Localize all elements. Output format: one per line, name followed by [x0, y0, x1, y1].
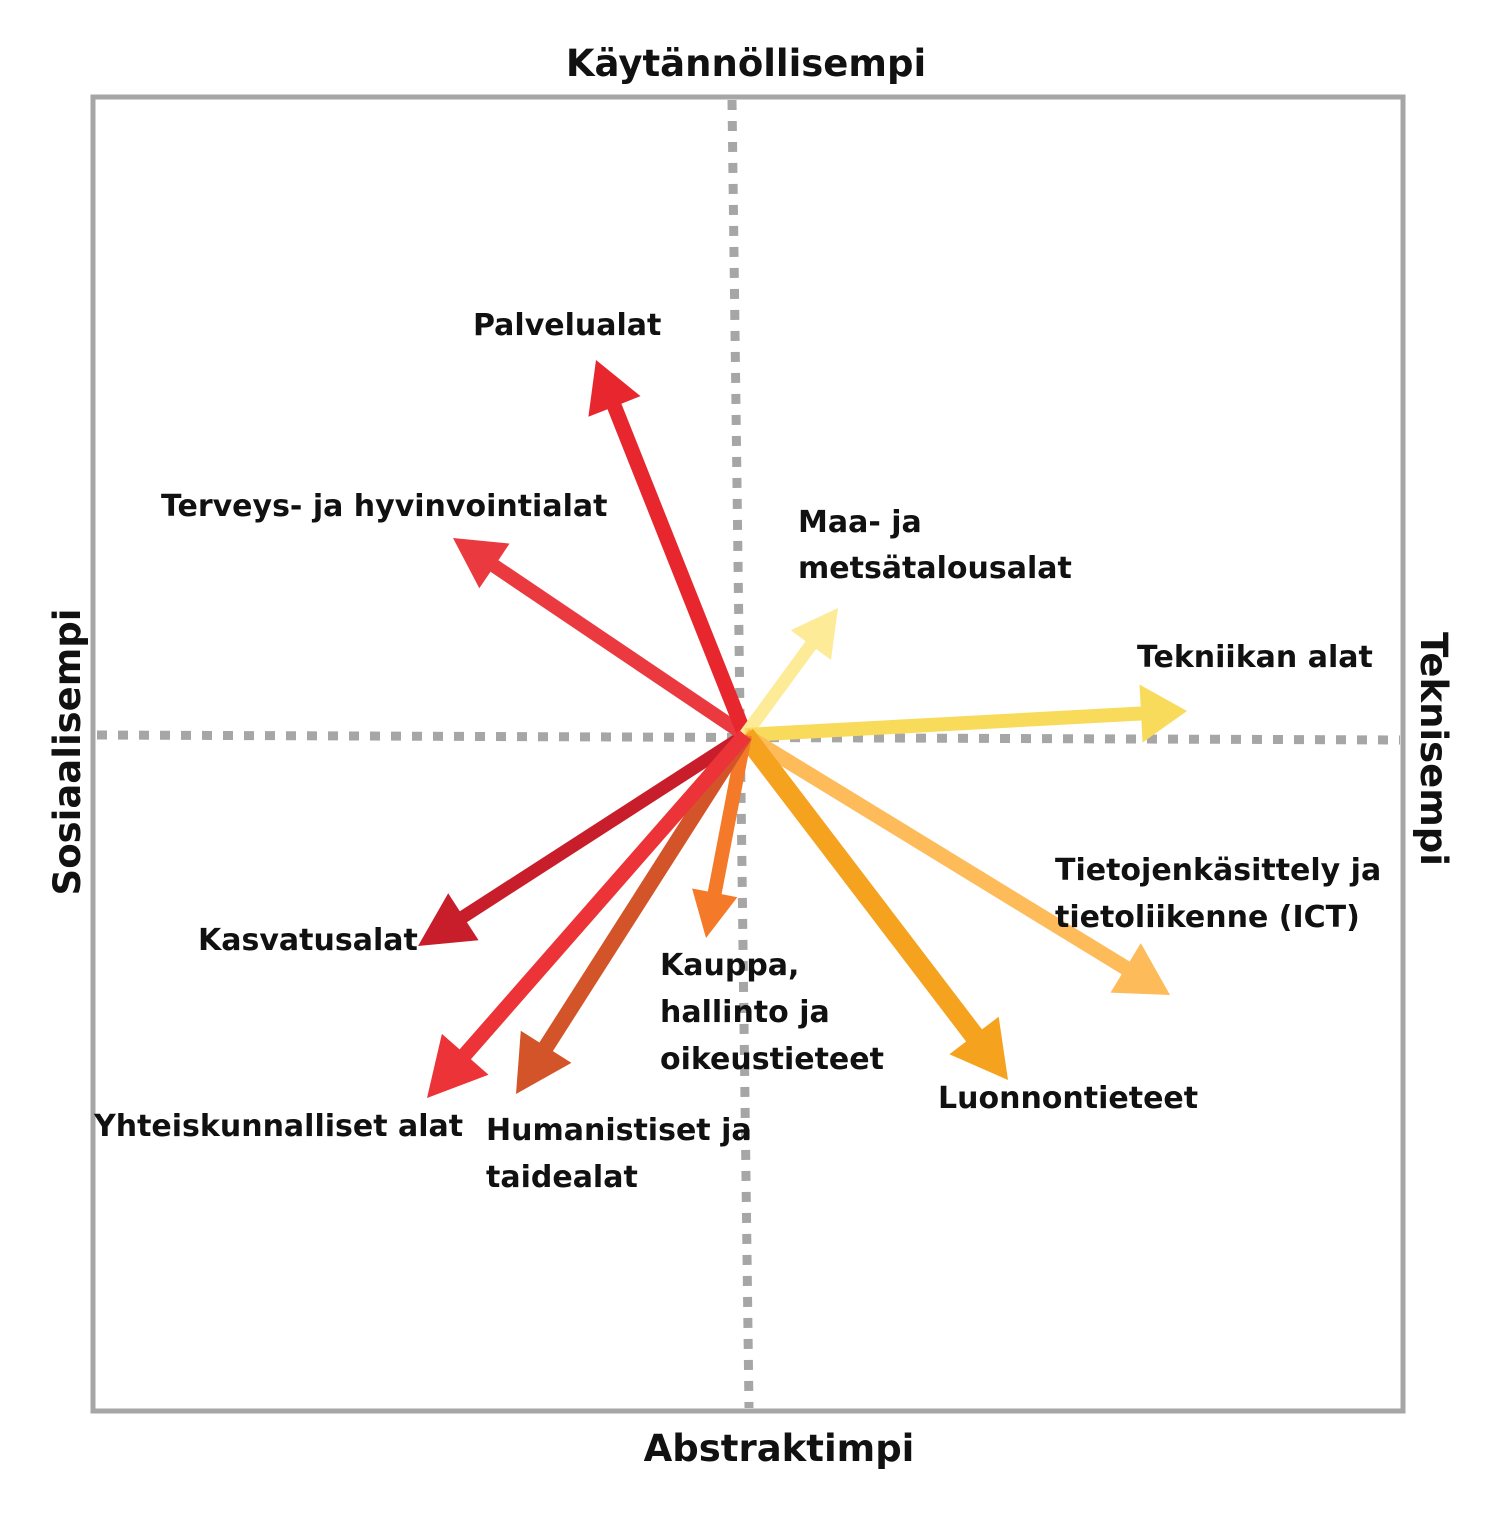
arrows-group — [418, 360, 1187, 1098]
label-ict: Tietojenkäsittely ja tietoliikenne (ICT) — [1055, 853, 1392, 935]
label-kauppa: Kauppa, hallinto ja oikeustieteet — [660, 948, 884, 1077]
label-humanistiset: Humanistiset ja taidealat — [486, 1113, 762, 1195]
axis-title-top: Käytännöllisempi — [566, 42, 926, 85]
arrow-terveys — [453, 538, 749, 741]
arrow-humanistiset — [516, 730, 752, 1094]
label-kasvatusalat: Kasvatusalat — [198, 923, 418, 958]
arrow-ict — [741, 728, 1170, 995]
arrow-palvelualat — [588, 360, 752, 738]
label-tekniikka: Tekniikan alat — [1137, 640, 1373, 675]
axis-title-left: Sosiaalisempi — [46, 609, 89, 896]
label-maa: Maa- ja metsätalousalat — [798, 505, 1072, 586]
label-luonnontieteet: Luonnontieteet — [938, 1081, 1198, 1116]
label-terveys: Terveys- ja hyvinvointialat — [161, 489, 607, 524]
label-palvelualat: Palvelualat — [473, 308, 661, 343]
arrow-kasvatusalat — [418, 729, 749, 946]
arrow-luonnontieteet — [737, 728, 1008, 1080]
axis-title-right: Teknisempi — [1412, 632, 1455, 866]
label-yhteiskunnalliset: Yhteiskunnalliset alat — [93, 1109, 463, 1144]
quadrant-frame — [90, 94, 1406, 1414]
arrow-yhteiskunnalliset — [427, 730, 751, 1098]
arrow-kauppa — [692, 733, 752, 938]
axis-title-bottom: Abstraktimpi — [644, 1427, 915, 1470]
arrow-tekniikka — [744, 684, 1187, 743]
arrow-maa — [739, 608, 838, 739]
field-labels: Palvelualat Terveys- ja hyvinvointialat … — [93, 308, 1392, 1195]
